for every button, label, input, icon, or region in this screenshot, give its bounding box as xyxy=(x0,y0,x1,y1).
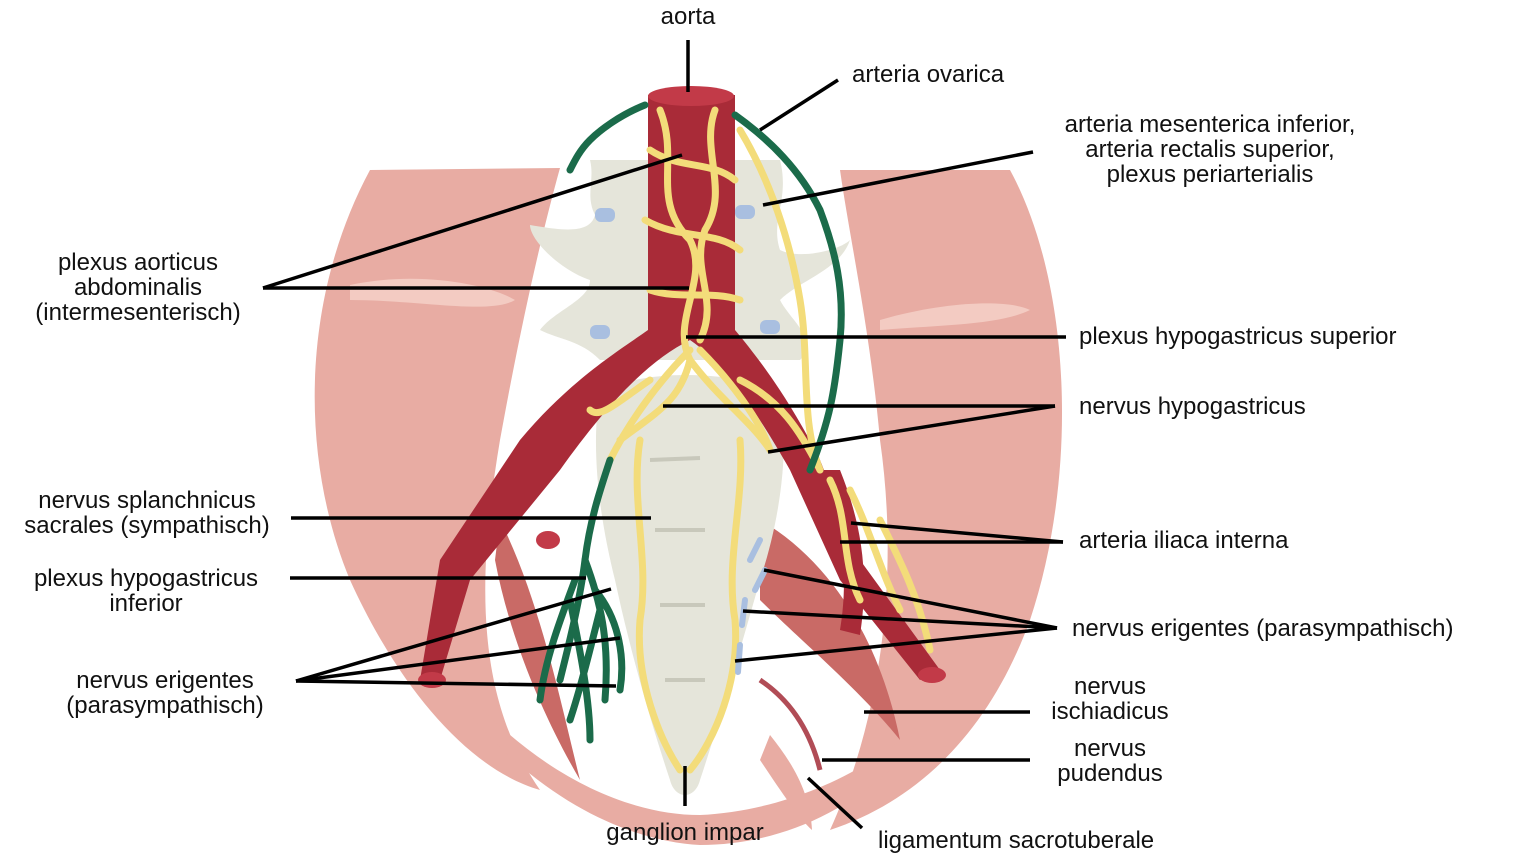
disc-4 xyxy=(760,320,780,334)
label-nervus-splanchnicus-line-1: nervus splanchnicus xyxy=(38,487,256,514)
label-nervus-erigentes-left: nervus erigentes (parasympathisch) xyxy=(40,668,290,718)
artery-branch-end xyxy=(536,531,560,549)
label-plexus-aorticus: plexus aorticus abdominalis (intermesent… xyxy=(8,250,268,325)
plexus-left-branch xyxy=(586,346,694,464)
pelvic-muscles xyxy=(314,168,1063,845)
muscle-highlight-right xyxy=(880,303,1030,330)
erigentes-stub-2 xyxy=(752,567,768,593)
artery-end-left xyxy=(418,672,446,688)
leader-arteria-iliaca-1 xyxy=(850,521,1064,544)
label-nervus-ischiadicus-line-2: ischiadicus xyxy=(1051,698,1169,725)
label-nervus-erigentes-left-line-1: nervus erigentes xyxy=(76,667,254,694)
label-nervus-pudendus-line-1: nervus xyxy=(1073,735,1147,762)
erigentes-stub-1 xyxy=(747,537,763,563)
muscle-highlight-left xyxy=(350,278,515,307)
leader-ligamentum xyxy=(806,776,864,830)
aorta-opening xyxy=(648,86,734,106)
label-plexus-aorticus-line-1: plexus aorticus xyxy=(57,249,219,276)
plexus-aortic-strand-1 xyxy=(656,106,700,364)
label-arteria-ovarica: arteria ovarica xyxy=(852,61,1005,88)
leader-erigentes-right-3 xyxy=(734,626,1058,663)
disc-3 xyxy=(590,325,610,339)
label-plexus-aorticus-line-3: (intermesenterisch) xyxy=(35,299,241,326)
muscle-left xyxy=(314,168,560,790)
ligament xyxy=(758,677,823,830)
label-plexus-hypogastricus-inferior-line-2: inferior xyxy=(109,590,183,617)
aorta-vessel xyxy=(420,95,940,680)
ovarian-plexus xyxy=(736,126,824,474)
label-plexus-hypogastricus-inferior-line-1: plexus hypogastricus xyxy=(33,565,259,592)
label-nervus-pudendus: nervus pudendus xyxy=(1030,736,1190,786)
leader-plexus-aorticus-1 xyxy=(262,153,683,290)
ovarian-artery-left xyxy=(566,101,649,174)
plexus-aortic-strand-3 xyxy=(641,146,744,304)
label-aorta: aorta xyxy=(660,3,716,30)
label-ganglion-impar: ganglion impar xyxy=(606,819,764,846)
sacral-foramen-lines xyxy=(649,456,705,682)
leader-lines xyxy=(262,40,1066,830)
pudendal-nerve-vessel xyxy=(758,677,823,771)
label-arteria-mesenterica: arteria mesenterica inferior, arteria re… xyxy=(1040,112,1380,187)
leader-erigentes-left-3 xyxy=(295,679,617,688)
label-nervus-ischiadicus-line-1: nervus xyxy=(1073,673,1147,700)
label-plexus-aorticus-line-2: abdominalis xyxy=(73,274,203,301)
erigentes-stub-4 xyxy=(735,642,743,675)
leader-erigentes-left-2 xyxy=(295,636,621,683)
leader-erigentes-right-1 xyxy=(763,568,1058,630)
sacral-trunk-left xyxy=(633,436,684,774)
leader-arteria-mesenterica xyxy=(762,150,1034,207)
label-arteria-iliaca-interna: arteria iliaca interna xyxy=(1079,527,1289,554)
internal-iliac-right xyxy=(820,470,864,635)
label-plexus-hypogastricus-superior: plexus hypogastricus superior xyxy=(1079,323,1397,350)
inferior-plexus-2 xyxy=(566,596,604,744)
label-arteria-mesenterica-line-3: plexus periarterialis xyxy=(1106,161,1314,188)
leader-erigentes-left-1 xyxy=(295,587,612,683)
yellow-plexus xyxy=(586,106,934,774)
label-nervus-pudendus-line-2: pudendus xyxy=(1057,760,1163,787)
label-arteria-mesenterica-line-2: arteria rectalis superior, xyxy=(1085,136,1335,163)
label-nervus-hypogastricus: nervus hypogastricus xyxy=(1079,393,1306,420)
label-plexus-hypogastricus-inferior: plexus hypogastricus inferior xyxy=(8,566,284,616)
artery-end-right xyxy=(918,667,946,683)
plexus-aortic-strand-2 xyxy=(696,106,719,344)
label-nervus-erigentes-right: nervus erigentes (parasympathisch) xyxy=(1072,615,1454,642)
disc-2 xyxy=(735,205,755,219)
inferior-plexus-1 xyxy=(536,556,626,704)
muscle-right xyxy=(830,170,1063,830)
label-ligamentum-sacrotuberale: ligamentum sacrotuberale xyxy=(878,827,1155,854)
label-nervus-ischiadicus: nervus ischiadicus xyxy=(1030,674,1190,724)
ligamentum-shape xyxy=(760,735,812,830)
leader-erigentes-right-2 xyxy=(742,609,1058,630)
label-nervus-splanchnicus-line-2: sacrales (sympathisch) xyxy=(24,512,270,539)
leader-nervus-hypogastricus-2 xyxy=(767,404,1056,454)
disc-1 xyxy=(595,208,615,222)
leader-arteria-ovarica xyxy=(759,78,839,132)
label-nervus-erigentes-left-line-2: (parasympathisch) xyxy=(66,692,264,719)
hypogastric-nerve xyxy=(616,356,774,454)
label-arteria-mesenterica-line-1: arteria mesenterica inferior, xyxy=(1064,111,1356,138)
label-nervus-splanchnicus: nervus splanchnicus sacrales (sympathisc… xyxy=(0,488,294,538)
sacral-trunk-right xyxy=(686,436,745,774)
